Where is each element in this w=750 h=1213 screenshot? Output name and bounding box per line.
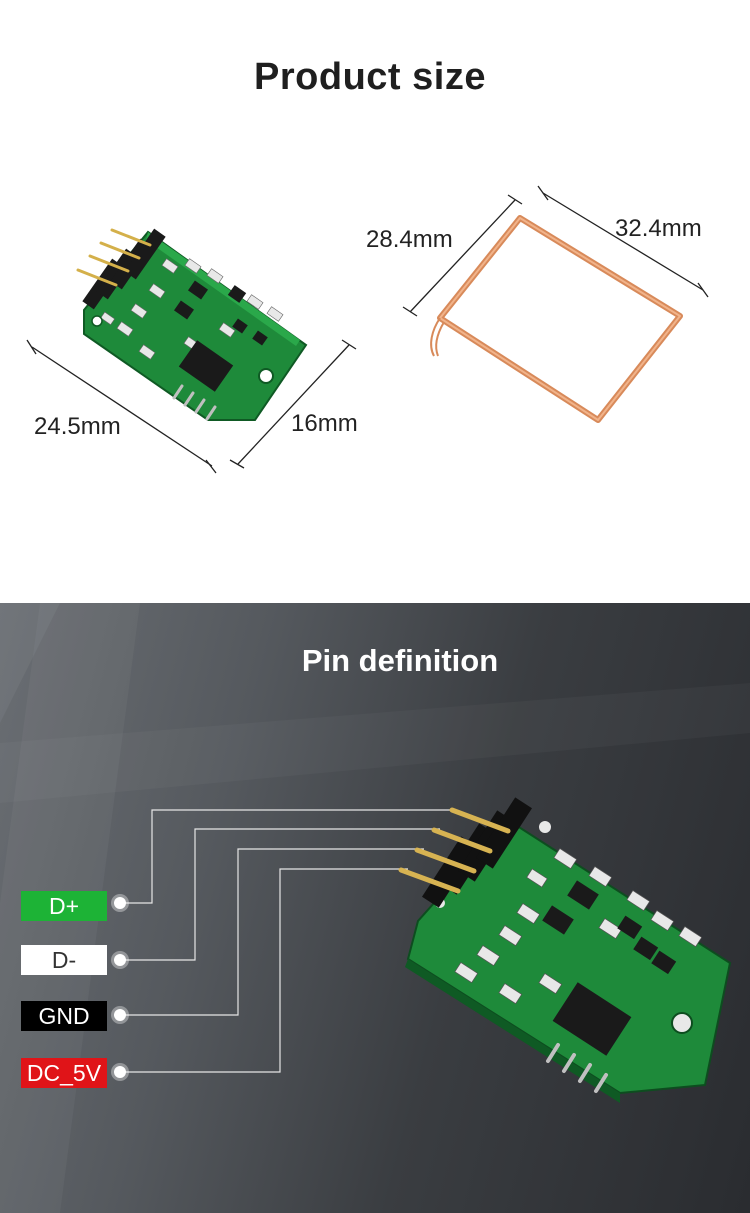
pin-label-d-minus: D- <box>21 945 107 975</box>
pin-definition-section: Pin definition <box>0 603 750 1213</box>
module-length-label: 24.5mm <box>34 413 121 440</box>
dimension-lines <box>26 185 709 474</box>
rfid-module-photo <box>76 228 308 421</box>
product-size-section: Product size <box>0 0 750 603</box>
rfid-module-large-photo <box>398 797 732 1103</box>
pin-label-gnd: GND <box>21 1001 107 1031</box>
product-size-title: Product size <box>254 56 486 98</box>
module-width-label: 16mm <box>291 410 358 437</box>
coil-antenna-photo <box>430 215 683 423</box>
coil-side-b-label: 32.4mm <box>615 215 702 242</box>
pin-label-dc-5v: DC_5V <box>21 1058 107 1088</box>
pin-leader-lines <box>111 809 455 1081</box>
coil-side-a-label: 28.4mm <box>366 226 453 253</box>
pin-label-d-plus: D+ <box>21 891 107 921</box>
pin-definition-title: Pin definition <box>301 643 499 678</box>
